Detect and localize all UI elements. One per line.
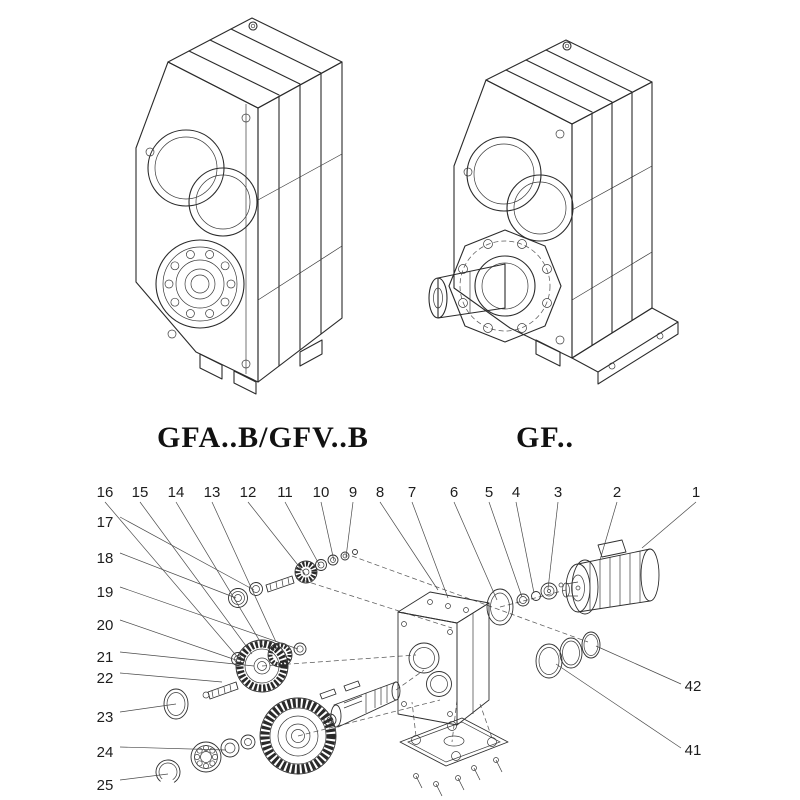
leader-lines-top bbox=[104, 501, 697, 661]
mounting-flange-plate bbox=[399, 717, 509, 797]
part-number-15: 15 bbox=[132, 484, 149, 501]
retaining-rings bbox=[535, 631, 601, 679]
part-number-19: 19 bbox=[97, 584, 114, 601]
gear-housing bbox=[397, 591, 490, 726]
part-number-24: 24 bbox=[97, 744, 114, 761]
part-number-22: 22 bbox=[97, 670, 114, 687]
part-number-23: 23 bbox=[97, 709, 114, 726]
part-number-42: 42 bbox=[685, 678, 702, 695]
part-number-21: 21 bbox=[97, 649, 114, 666]
gearbox-left-figure bbox=[135, 17, 343, 395]
part-number-3: 3 bbox=[554, 484, 562, 501]
part-number-labels-left: 17 18 19 20 21 22 23 24 25 bbox=[97, 514, 114, 794]
model-label-left: GFA..B/GFV..B bbox=[157, 421, 369, 454]
output-shaft bbox=[428, 263, 506, 319]
part-number-1: 1 bbox=[692, 484, 700, 501]
part-number-18: 18 bbox=[97, 550, 114, 567]
bearing-balls bbox=[164, 250, 236, 318]
part-number-9: 9 bbox=[349, 484, 357, 501]
part-number-4: 4 bbox=[512, 484, 520, 501]
gearbox-right-figure bbox=[428, 39, 679, 385]
input-seals-bearings bbox=[486, 582, 564, 626]
part-number-6: 6 bbox=[450, 484, 458, 501]
part-number-labels-top: 16 15 14 13 12 11 10 9 8 7 6 5 4 3 2 1 bbox=[97, 484, 701, 501]
model-label-right: GF.. bbox=[516, 421, 574, 454]
flange-bolts bbox=[413, 757, 503, 797]
part-number-16: 16 bbox=[97, 484, 114, 501]
input-shaft-assembly bbox=[228, 549, 358, 608]
part-number-17: 17 bbox=[97, 514, 114, 531]
part-number-7: 7 bbox=[408, 484, 416, 501]
part-number-14: 14 bbox=[168, 484, 185, 501]
part-number-5: 5 bbox=[485, 484, 493, 501]
part-number-11: 11 bbox=[277, 484, 293, 501]
part-number-2: 2 bbox=[613, 484, 621, 501]
output-shaft-assembly bbox=[155, 680, 401, 785]
flange-bolt-holes bbox=[458, 239, 552, 333]
exploded-view: 16 15 14 13 12 11 10 9 8 7 6 5 4 3 2 1 1… bbox=[97, 484, 702, 797]
leader-lines-right bbox=[555, 645, 682, 749]
part-number-20: 20 bbox=[97, 617, 114, 634]
part-number-13: 13 bbox=[204, 484, 221, 501]
electric-motor bbox=[562, 539, 660, 615]
part-number-12: 12 bbox=[240, 484, 257, 501]
part-number-10: 10 bbox=[313, 484, 330, 501]
output-bearing-balls bbox=[194, 745, 218, 769]
part-number-41: 41 bbox=[685, 742, 702, 759]
leader-lines-left bbox=[119, 516, 299, 781]
part-number-labels-right: 42 41 bbox=[685, 678, 702, 759]
assembly-axes bbox=[261, 555, 589, 743]
part-number-8: 8 bbox=[376, 484, 384, 501]
part-number-25: 25 bbox=[97, 777, 114, 794]
intermediate-gear-cluster bbox=[163, 639, 307, 720]
